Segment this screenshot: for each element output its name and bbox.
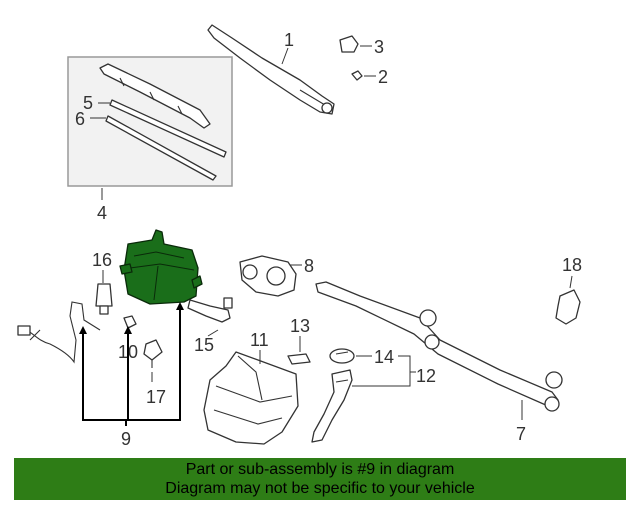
callout-18[interactable]: 18 — [562, 255, 582, 275]
callout-3[interactable]: 3 — [374, 37, 384, 57]
linkage-bracket-part[interactable] — [555, 289, 581, 325]
callout-17[interactable]: 17 — [146, 387, 166, 407]
banner-line-2: Diagram may not be specific to your vehi… — [165, 480, 475, 497]
wiper-linkage-part[interactable] — [315, 281, 563, 412]
lead-line-18 — [569, 275, 573, 289]
wiper-arm-part[interactable] — [207, 24, 335, 115]
callout-11[interactable]: 11 — [250, 330, 269, 350]
callout-5[interactable]: 5 — [83, 93, 93, 113]
washer-pump-part[interactable] — [95, 283, 113, 315]
grommet-part[interactable] — [123, 315, 137, 329]
lead-line-15 — [207, 329, 219, 337]
washer-nozzle-part[interactable] — [143, 339, 163, 368]
callout-14[interactable]: 14 — [374, 347, 394, 367]
wiper-blade-part[interactable] — [99, 63, 227, 181]
callout-1[interactable]: 1 — [284, 30, 294, 50]
filler-neck-part[interactable] — [311, 369, 353, 443]
nut-part[interactable] — [351, 70, 363, 81]
info-banner: Part or sub-assembly is #9 in diagram Di… — [14, 458, 626, 500]
washer-hose-part[interactable] — [17, 301, 101, 364]
callout-12[interactable]: 12 — [416, 366, 436, 386]
parts-diagram: 1 3 2 5 6 4 16 10 — [17, 24, 582, 449]
check-valve-part[interactable] — [187, 297, 233, 323]
callout-2[interactable]: 2 — [378, 67, 388, 87]
lead-line-12 — [352, 355, 416, 387]
callout-4[interactable]: 4 — [97, 203, 107, 223]
callout-15[interactable]: 15 — [194, 335, 214, 355]
callout-6[interactable]: 6 — [75, 109, 85, 129]
washer-reservoir-part[interactable] — [119, 229, 203, 305]
callout-13[interactable]: 13 — [290, 316, 310, 336]
lead-line-1 — [281, 47, 289, 65]
banner-line-1: Part or sub-assembly is #9 in diagram — [185, 461, 455, 478]
pivot-cap-part[interactable] — [339, 35, 359, 53]
callout-9-bracket — [79, 302, 184, 426]
callout-8[interactable]: 8 — [304, 256, 314, 276]
callout-7[interactable]: 7 — [516, 424, 526, 444]
callout-16[interactable]: 16 — [92, 250, 112, 270]
callout-9[interactable]: 9 — [121, 429, 131, 449]
wiper-motor-part[interactable] — [239, 255, 297, 297]
retaining-clip-part[interactable] — [287, 353, 311, 365]
filler-cap-part[interactable] — [329, 348, 355, 364]
cowl-panel-part[interactable] — [203, 351, 299, 445]
